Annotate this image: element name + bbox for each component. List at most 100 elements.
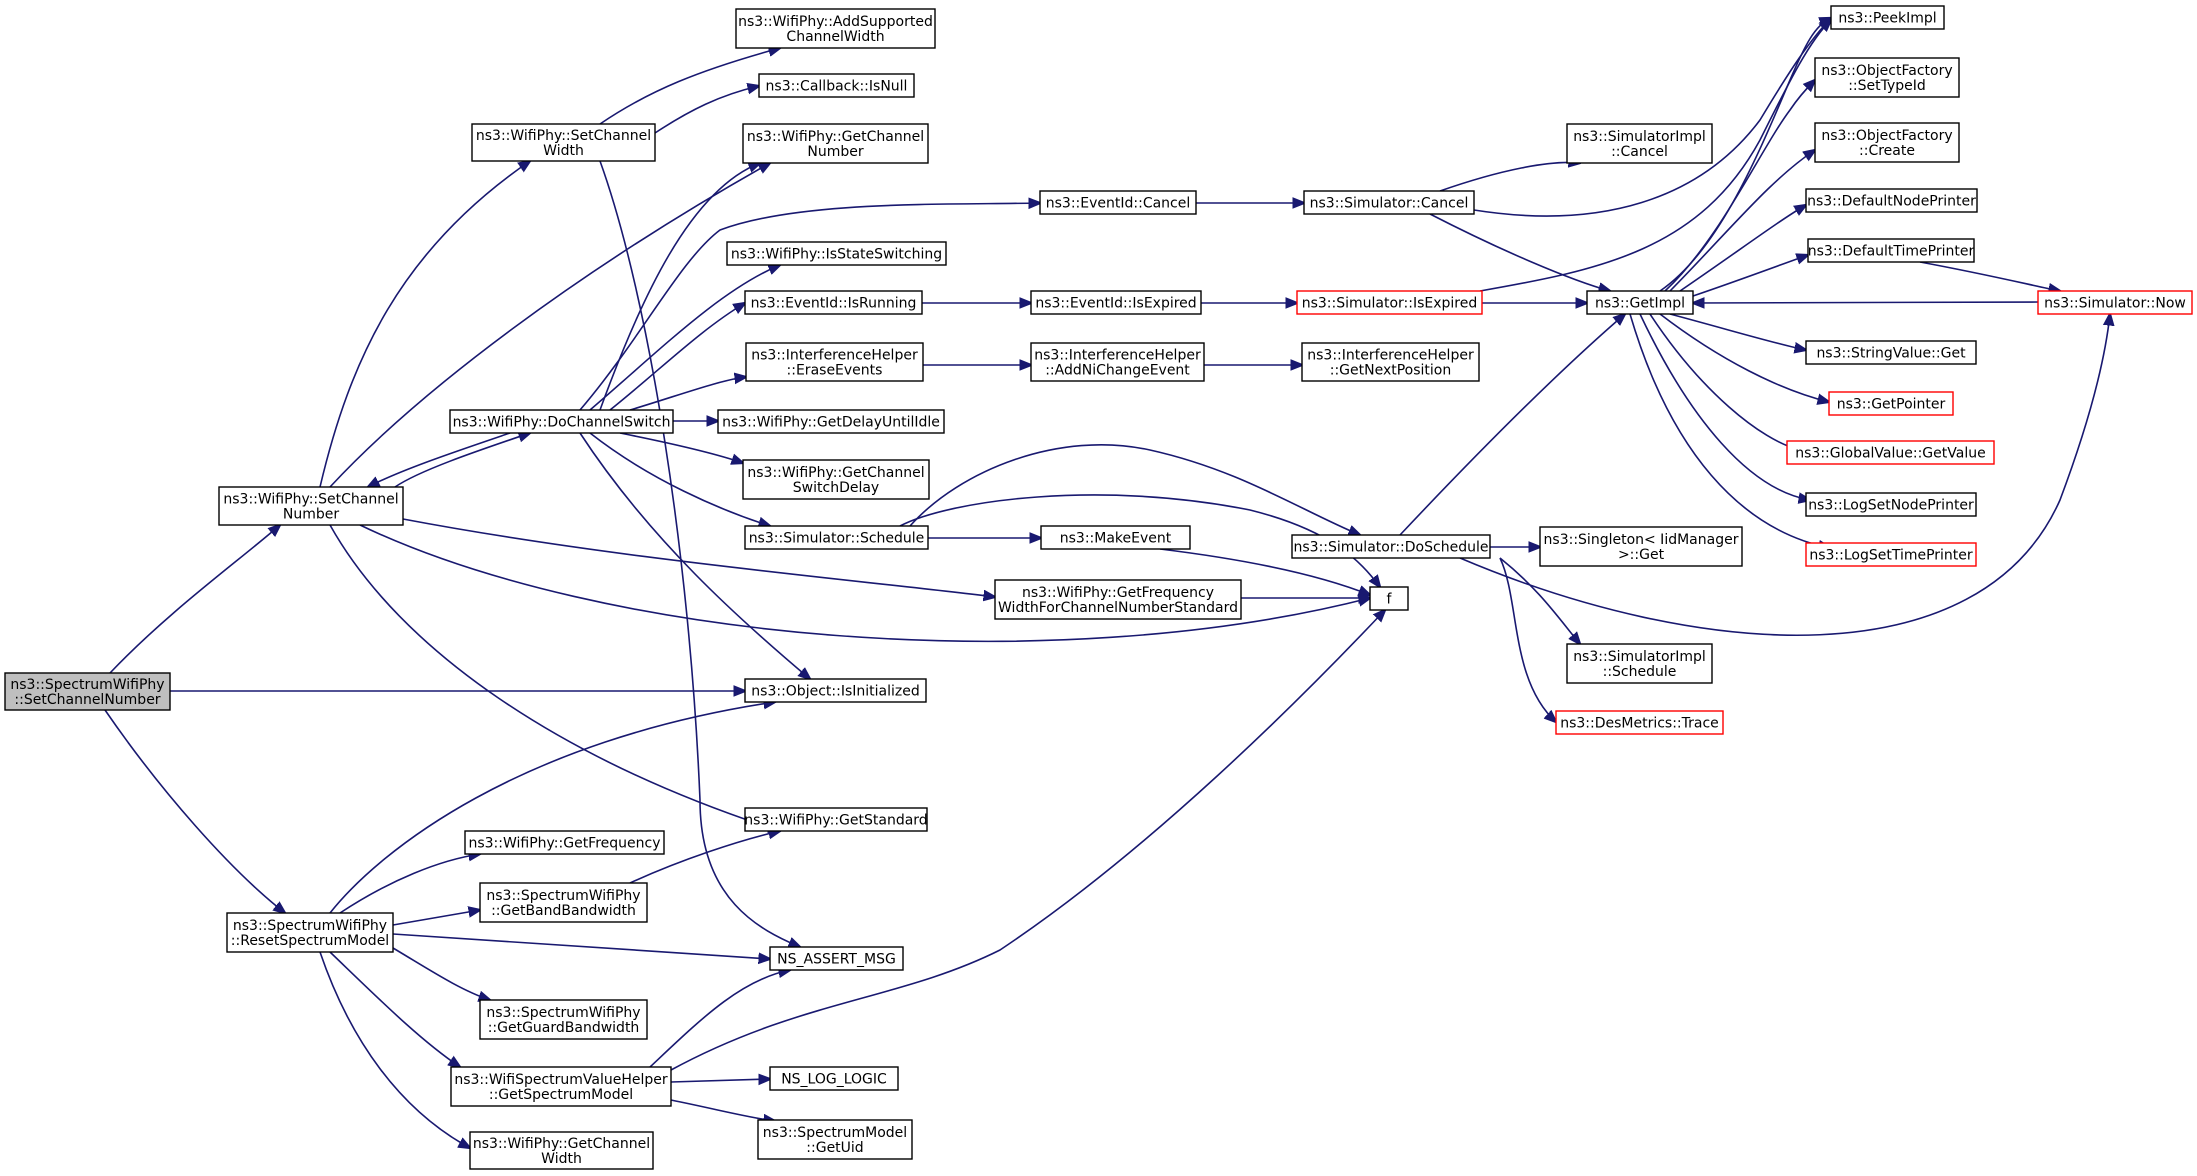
node-label: ns3::ObjectFactory xyxy=(1821,128,1952,144)
node-label: ns3::Object::IsInitialized xyxy=(751,684,919,700)
node-box xyxy=(1805,542,1977,567)
edge-resetspectrummodel-to-getspectrummodel xyxy=(329,951,460,1067)
node-label: WidthForChannelNumberStandard xyxy=(998,600,1238,616)
node-simulatorimpl-schedule[interactable]: ns3::SimulatorImpl::Schedule xyxy=(1566,643,1713,684)
node-getdelayuntilidle[interactable]: ns3::WifiPhy::GetDelayUntilIdle xyxy=(717,409,945,434)
node-box xyxy=(742,459,930,500)
node-getbandbandwidth[interactable]: ns3::SpectrumWifiPhy::GetBandBandwidth xyxy=(479,882,648,923)
node-isstateswitching[interactable]: ns3::WifiPhy::IsStateSwitching xyxy=(726,241,947,266)
node-eventid-isrunning[interactable]: ns3::EventId::IsRunning xyxy=(744,290,923,315)
node-defaultnodeprinter[interactable]: ns3::DefaultNodePrinter xyxy=(1805,188,1978,213)
node-simulator-cancel[interactable]: ns3::Simulator::Cancel xyxy=(1303,190,1475,215)
node-ns-log-logic[interactable]: NS_LOG_LOGIC xyxy=(769,1066,899,1091)
edge-wifi-setchannelnumber-to-getstandard xyxy=(329,524,780,831)
edge-simulator-doschedule-to-simulatorimpl-schedule xyxy=(1499,557,1580,644)
node-defaulttimeprinter[interactable]: ns3::DefaultTimePrinter xyxy=(1807,238,1975,263)
edge-getimpl-to-defaultnodeprinter xyxy=(1679,205,1806,292)
node-resetspectrummodel[interactable]: ns3::SpectrumWifiPhy::ResetSpectrumModel xyxy=(226,912,394,953)
node-label: ns3::WifiPhy::GetFrequency xyxy=(1022,585,1214,601)
edge-docchannelswitch-to-getchannelnumber xyxy=(599,163,760,411)
node-box xyxy=(1828,391,1954,416)
node-getpointer[interactable]: ns3::GetPointer xyxy=(1828,391,1954,416)
node-label: ns3::SpectrumWifiPhy xyxy=(10,677,164,693)
node-label: ::GetGuardBandwidth xyxy=(488,1020,640,1036)
node-simulator-doschedule[interactable]: ns3::Simulator::DoSchedule xyxy=(1291,534,1491,559)
node-callback-isnull[interactable]: ns3::Callback::IsNull xyxy=(758,73,915,98)
node-objectfactory-create[interactable]: ns3::ObjectFactory::Create xyxy=(1814,122,1960,163)
node-desmetrics-trace[interactable]: ns3::DesMetrics::Trace xyxy=(1555,710,1724,735)
node-spectrummodel-getuid[interactable]: ns3::SpectrumModel::GetUid xyxy=(757,1119,913,1160)
node-getspectrummodel[interactable]: ns3::WifiSpectrumValueHelper::GetSpectru… xyxy=(450,1066,672,1107)
node-label: ::GetBandBandwidth xyxy=(491,903,636,919)
node-box xyxy=(1030,290,1202,315)
node-label: ns3::WifiPhy::GetChannel xyxy=(747,129,924,145)
node-object-isinitialized[interactable]: ns3::Object::IsInitialized xyxy=(744,678,927,703)
node-box xyxy=(1805,492,1977,517)
node-box xyxy=(2037,290,2193,315)
node-peekimpl[interactable]: ns3::PeekImpl xyxy=(1830,5,1945,30)
edge-simulator-now-to-getimpl xyxy=(1693,302,2039,303)
node-globalvalue-getvalue[interactable]: ns3::GlobalValue::GetValue xyxy=(1786,440,1995,465)
node-objectfactory-settypeid[interactable]: ns3::ObjectFactory::SetTypeId xyxy=(1814,57,1960,98)
node-label: Width xyxy=(543,143,584,159)
node-label: ::Schedule xyxy=(1603,664,1677,680)
node-box xyxy=(769,1066,899,1091)
node-label: ns3::WifiPhy::DoChannelSwitch xyxy=(453,415,671,431)
node-label: ns3::WifiPhy::GetDelayUntilIdle xyxy=(722,415,940,431)
edge-docchannelswitch-to-simulator-schedule xyxy=(589,432,770,526)
node-getfrequencywidth[interactable]: ns3::WifiPhy::GetFrequencyWidthForChanne… xyxy=(994,579,1242,620)
node-eventid-cancel[interactable]: ns3::EventId::Cancel xyxy=(1039,190,1197,215)
node-simulatorimpl-cancel[interactable]: ns3::SimulatorImpl::Cancel xyxy=(1566,123,1713,164)
node-label: ::Cancel xyxy=(1611,144,1668,160)
node-label: ns3::Simulator::DoSchedule xyxy=(1294,540,1489,556)
edge-resetspectrummodel-to-getfrequency xyxy=(339,854,480,914)
node-getfrequency[interactable]: ns3::WifiPhy::GetFrequency xyxy=(464,830,665,855)
node-logsettimeprinter[interactable]: ns3::LogSetTimePrinter xyxy=(1805,542,1977,567)
node-simulator-schedule[interactable]: ns3::Simulator::Schedule xyxy=(744,525,929,550)
node-label: ::ResetSpectrumModel xyxy=(231,933,389,949)
node-label: NS_ASSERT_MSG xyxy=(777,952,896,968)
node-getimpl[interactable]: ns3::GetImpl xyxy=(1586,290,1694,315)
node-singleton-get[interactable]: ns3::Singleton< IidManager >::Get xyxy=(1539,526,1743,567)
edge-wifi-setchannelnumber-to-wifi-setchannelwidth xyxy=(319,161,530,488)
edge-docchannelswitch-to-erase-events xyxy=(629,377,746,411)
node-box xyxy=(758,73,915,98)
node-label: ns3::EventId::IsRunning xyxy=(751,296,917,312)
node-erase-events[interactable]: ns3::InterferenceHelper::EraseEvents xyxy=(745,342,924,382)
node-box xyxy=(471,123,656,162)
node-stringvalue-get[interactable]: ns3::StringValue::Get xyxy=(1805,340,1977,365)
node-box xyxy=(744,290,923,315)
node-getnextposition[interactable]: ns3::InterferenceHelper::GetNextPosition xyxy=(1301,342,1480,382)
node-box xyxy=(1566,123,1713,164)
node-addnichangeevent[interactable]: ns3::InterferenceHelper::AddNiChangeEven… xyxy=(1030,342,1205,382)
edge-resetspectrummodel-to-object-isinitialized xyxy=(329,702,775,914)
node-getguardbandwidth[interactable]: ns3::SpectrumWifiPhy::GetGuardBandwidth xyxy=(479,999,648,1040)
node-box xyxy=(769,946,904,971)
edge-getimpl-to-objectfactory-create xyxy=(1669,150,1815,292)
node-label: ns3::DesMetrics::Trace xyxy=(1560,716,1719,732)
node-simulator-isexpired[interactable]: ns3::Simulator::IsExpired xyxy=(1296,290,1483,315)
node-f[interactable]: f xyxy=(1369,586,1409,611)
node-wifi-setchannelnumber[interactable]: ns3::WifiPhy::SetChannelNumber xyxy=(218,486,404,526)
node-ns-assert-msg[interactable]: NS_ASSERT_MSG xyxy=(769,946,904,971)
node-box xyxy=(744,807,928,832)
node-label: ns3::Callback::IsNull xyxy=(766,79,908,95)
node-label: ::SetTypeId xyxy=(1848,78,1926,94)
node-docchannelswitch[interactable]: ns3::WifiPhy::DoChannelSwitch xyxy=(449,409,674,434)
node-box xyxy=(745,342,924,382)
node-label: ns3::SpectrumWifiPhy xyxy=(486,888,640,904)
node-logsetnodeprinter[interactable]: ns3::LogSetNodePrinter xyxy=(1805,492,1977,517)
node-simulator-now[interactable]: ns3::Simulator::Now xyxy=(2037,290,2193,315)
node-box xyxy=(1814,57,1960,98)
node-eventid-isexpired[interactable]: ns3::EventId::IsExpired xyxy=(1030,290,1202,315)
node-makeevent[interactable]: ns3::MakeEvent xyxy=(1040,525,1191,550)
node-getstandard[interactable]: ns3::WifiPhy::GetStandard xyxy=(744,807,928,832)
edge-getbandbandwidth-to-getstandard xyxy=(629,831,780,884)
node-spectrum-setchannelnumber[interactable]: ns3::SpectrumWifiPhy::SetChannelNumber xyxy=(4,672,171,711)
